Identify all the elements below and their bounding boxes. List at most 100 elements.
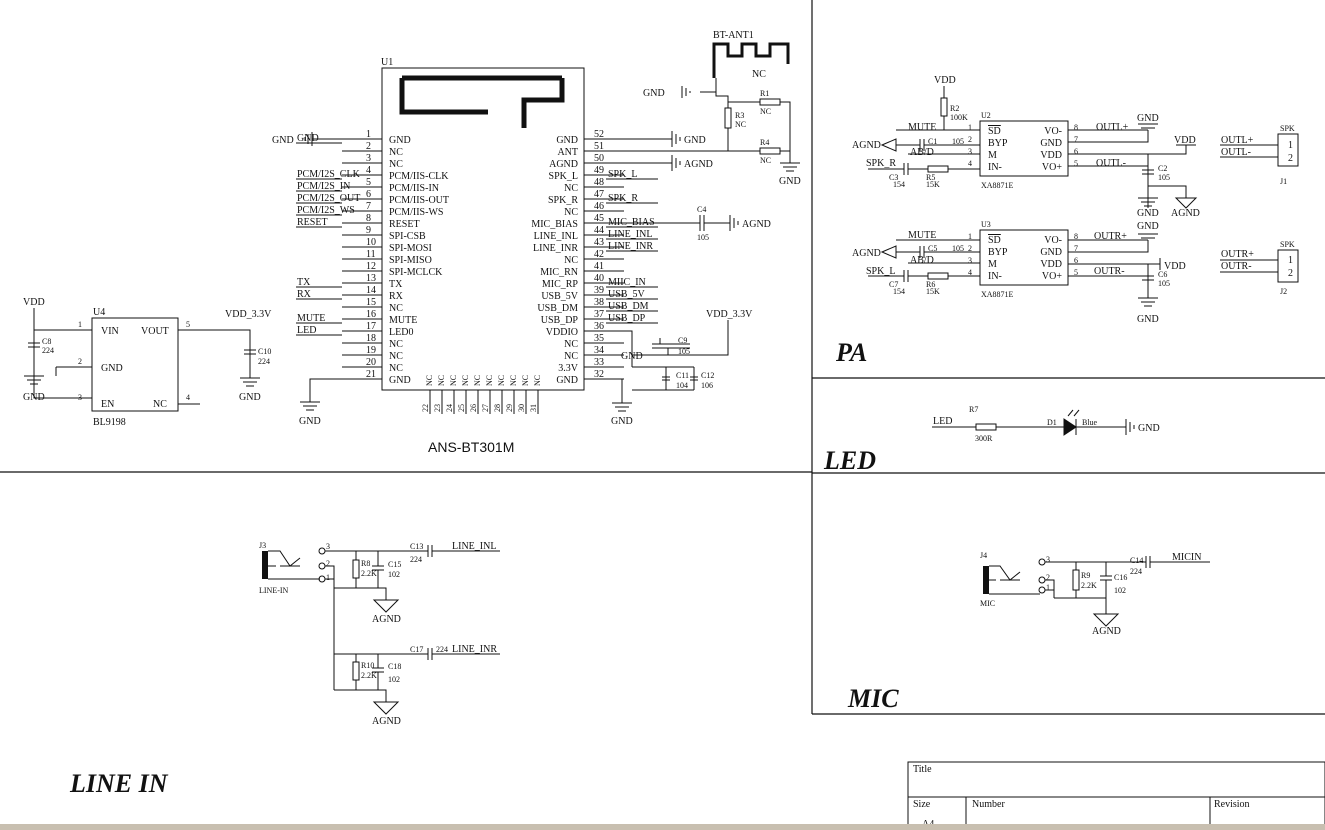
- abd-label: AB/D: [910, 255, 934, 266]
- u1-net-label: RESET: [297, 217, 328, 228]
- u4-regulator[interactable]: U4 BL9198 VIN GND EN NC VOUT 1 2 3 4 5 V…: [23, 297, 272, 428]
- gnd-label: GND: [1137, 208, 1159, 219]
- u1-pin-number: 33: [594, 357, 604, 368]
- u1-pin-name: PCM/IIS-CLK: [389, 171, 449, 182]
- c11-value: 104: [676, 381, 688, 390]
- micin-net: MICIN: [1172, 552, 1201, 563]
- j3-pin3: 3: [326, 542, 330, 551]
- gnd-label: GND: [23, 392, 45, 403]
- u1-pin-name: MIC_RP: [542, 279, 579, 290]
- j1-pin1: 1: [1288, 140, 1293, 151]
- u1-pin-number: 12: [366, 261, 376, 272]
- j3-type: LINE-IN: [259, 586, 289, 595]
- c7-ref: C7: [889, 280, 898, 289]
- u1-net-label: USB_DM: [608, 301, 649, 312]
- d1-ref: D1: [1047, 418, 1057, 427]
- spk-r-label: SPK_R: [866, 158, 896, 169]
- u1-net-label: SPK_L: [608, 169, 637, 180]
- antenna-network[interactable]: BT-ANT1 NC GND R1 NC R3 NC R4 NC GND: [643, 30, 801, 187]
- mic-circuit[interactable]: J4 MIC 3 2 1 R9 2.2K C16 102 C14 224 MIC…: [980, 551, 1210, 637]
- line-in-circuit[interactable]: J3 LINE-IN 3 2 1 R8 2.2K C15 102 C13 224…: [259, 541, 500, 727]
- u1-pin-number: 17: [366, 321, 376, 332]
- u1-pin-name: NC: [425, 375, 434, 386]
- bt-antenna-trace: [712, 42, 790, 78]
- c11-ref: C11: [676, 371, 689, 380]
- c18-ref: C18: [388, 662, 401, 671]
- c5-value: 105: [952, 244, 964, 253]
- pa-pin-name: VDD: [1040, 150, 1062, 161]
- vdd-label: VDD: [934, 75, 956, 86]
- pa-pin-name: M: [988, 259, 997, 270]
- pa-pin-name: BYP: [988, 247, 1008, 258]
- u1-pin-name: MUTE: [389, 315, 417, 326]
- u1-pin-name: NC: [461, 375, 470, 386]
- pa-pin-name: SD: [988, 235, 1001, 246]
- u1-pin-number: 7: [366, 201, 371, 212]
- u1-pin-number: 38: [594, 297, 604, 308]
- c1-value: 105: [952, 137, 964, 146]
- u1-pin-name: USB_DP: [541, 315, 579, 326]
- mute-label: MUTE: [908, 122, 936, 133]
- abd-label: AB/D: [910, 147, 934, 158]
- r3-ref: R3: [735, 111, 744, 120]
- u1-net-label: PCM/I2S_WS: [297, 205, 355, 216]
- r8-value: 2.2K: [361, 569, 377, 578]
- pa-pin-name: GND: [1040, 247, 1062, 258]
- gnd-label: GND: [272, 135, 294, 146]
- u1-module[interactable]: U1 1GNDGND2NC3NC4PCM/IIS-CLKPCM/I2S_CLK5…: [296, 57, 658, 455]
- u1-pin-number: 41: [594, 261, 604, 272]
- u1-pin-number: 13: [366, 273, 376, 284]
- c15-ref: C15: [388, 560, 401, 569]
- u4-pin-4: 4: [186, 393, 190, 402]
- u1-pin-number: 1: [366, 129, 371, 140]
- u1-pin-name: USB_DM: [537, 303, 578, 314]
- r5-ref: R5: [926, 173, 935, 182]
- c17-value: 224: [436, 645, 448, 654]
- u1-pin-name: GND: [389, 135, 411, 146]
- j4-pin3: 3: [1046, 555, 1050, 564]
- c8-value: 224: [42, 346, 54, 355]
- u4-pin-2: 2: [78, 357, 82, 366]
- u1-pin-number: 48: [594, 177, 604, 188]
- u1-gnd-left: GND: [272, 132, 342, 146]
- u1-pin-number: 2: [366, 141, 371, 152]
- u1-pin-name: RESET: [389, 219, 420, 230]
- pa-pin-number: 2: [968, 135, 972, 144]
- number-label: Number: [972, 799, 1005, 810]
- u1-pin-name: SPI-MCLCK: [389, 267, 443, 278]
- u1-pin-name: NC: [533, 375, 542, 386]
- j1-connector[interactable]: SPK J1 1 2 OUTL+ OUTL-: [1220, 124, 1299, 186]
- u1-net-label: SPK_R: [608, 193, 638, 204]
- r6-value: 15K: [926, 287, 940, 296]
- u1-pin-name: SPK_L: [549, 171, 578, 182]
- c4-value: 105: [697, 233, 709, 242]
- c8-ref: C8: [42, 337, 51, 346]
- c6-ref: C6: [1158, 270, 1167, 279]
- u2-part: XA8871E: [981, 181, 1014, 190]
- u1-pin-name: AGND: [549, 159, 578, 170]
- mute-label: MUTE: [908, 230, 936, 241]
- c9-ref: C9: [678, 336, 687, 345]
- u1-pin-name: SPI-MOSI: [389, 243, 432, 254]
- u1-right-nets: GND AGND AGND C4 105 VDD_3.3V C9 105 GND: [584, 131, 771, 427]
- size-label: Size: [913, 799, 931, 810]
- u1-pin-number: 19: [366, 345, 376, 356]
- j1-net1: OUTL+: [1221, 135, 1254, 146]
- nc-label: NC: [760, 107, 771, 116]
- u1-pin-number: 24: [445, 404, 454, 412]
- u1-pin-name: RX: [389, 291, 404, 302]
- d1-color: Blue: [1082, 418, 1098, 427]
- gnd-label: GND: [299, 416, 321, 427]
- pa-pin-number: 5: [1074, 159, 1078, 168]
- c14-value: 224: [1130, 567, 1142, 576]
- c3-ref: C3: [889, 173, 898, 182]
- u4-pin-vout: VOUT: [141, 326, 169, 337]
- led-circuit[interactable]: LED R7 300R D1 Blue GND: [932, 405, 1160, 443]
- u1-pin-number: 10: [366, 237, 376, 248]
- antenna-nc: NC: [752, 69, 766, 80]
- j2-connector[interactable]: SPK J2 1 2 OUTR+ OUTR-: [1220, 240, 1299, 296]
- u1-antenna-mark-2: [521, 78, 565, 128]
- u4-pin-1: 1: [78, 320, 82, 329]
